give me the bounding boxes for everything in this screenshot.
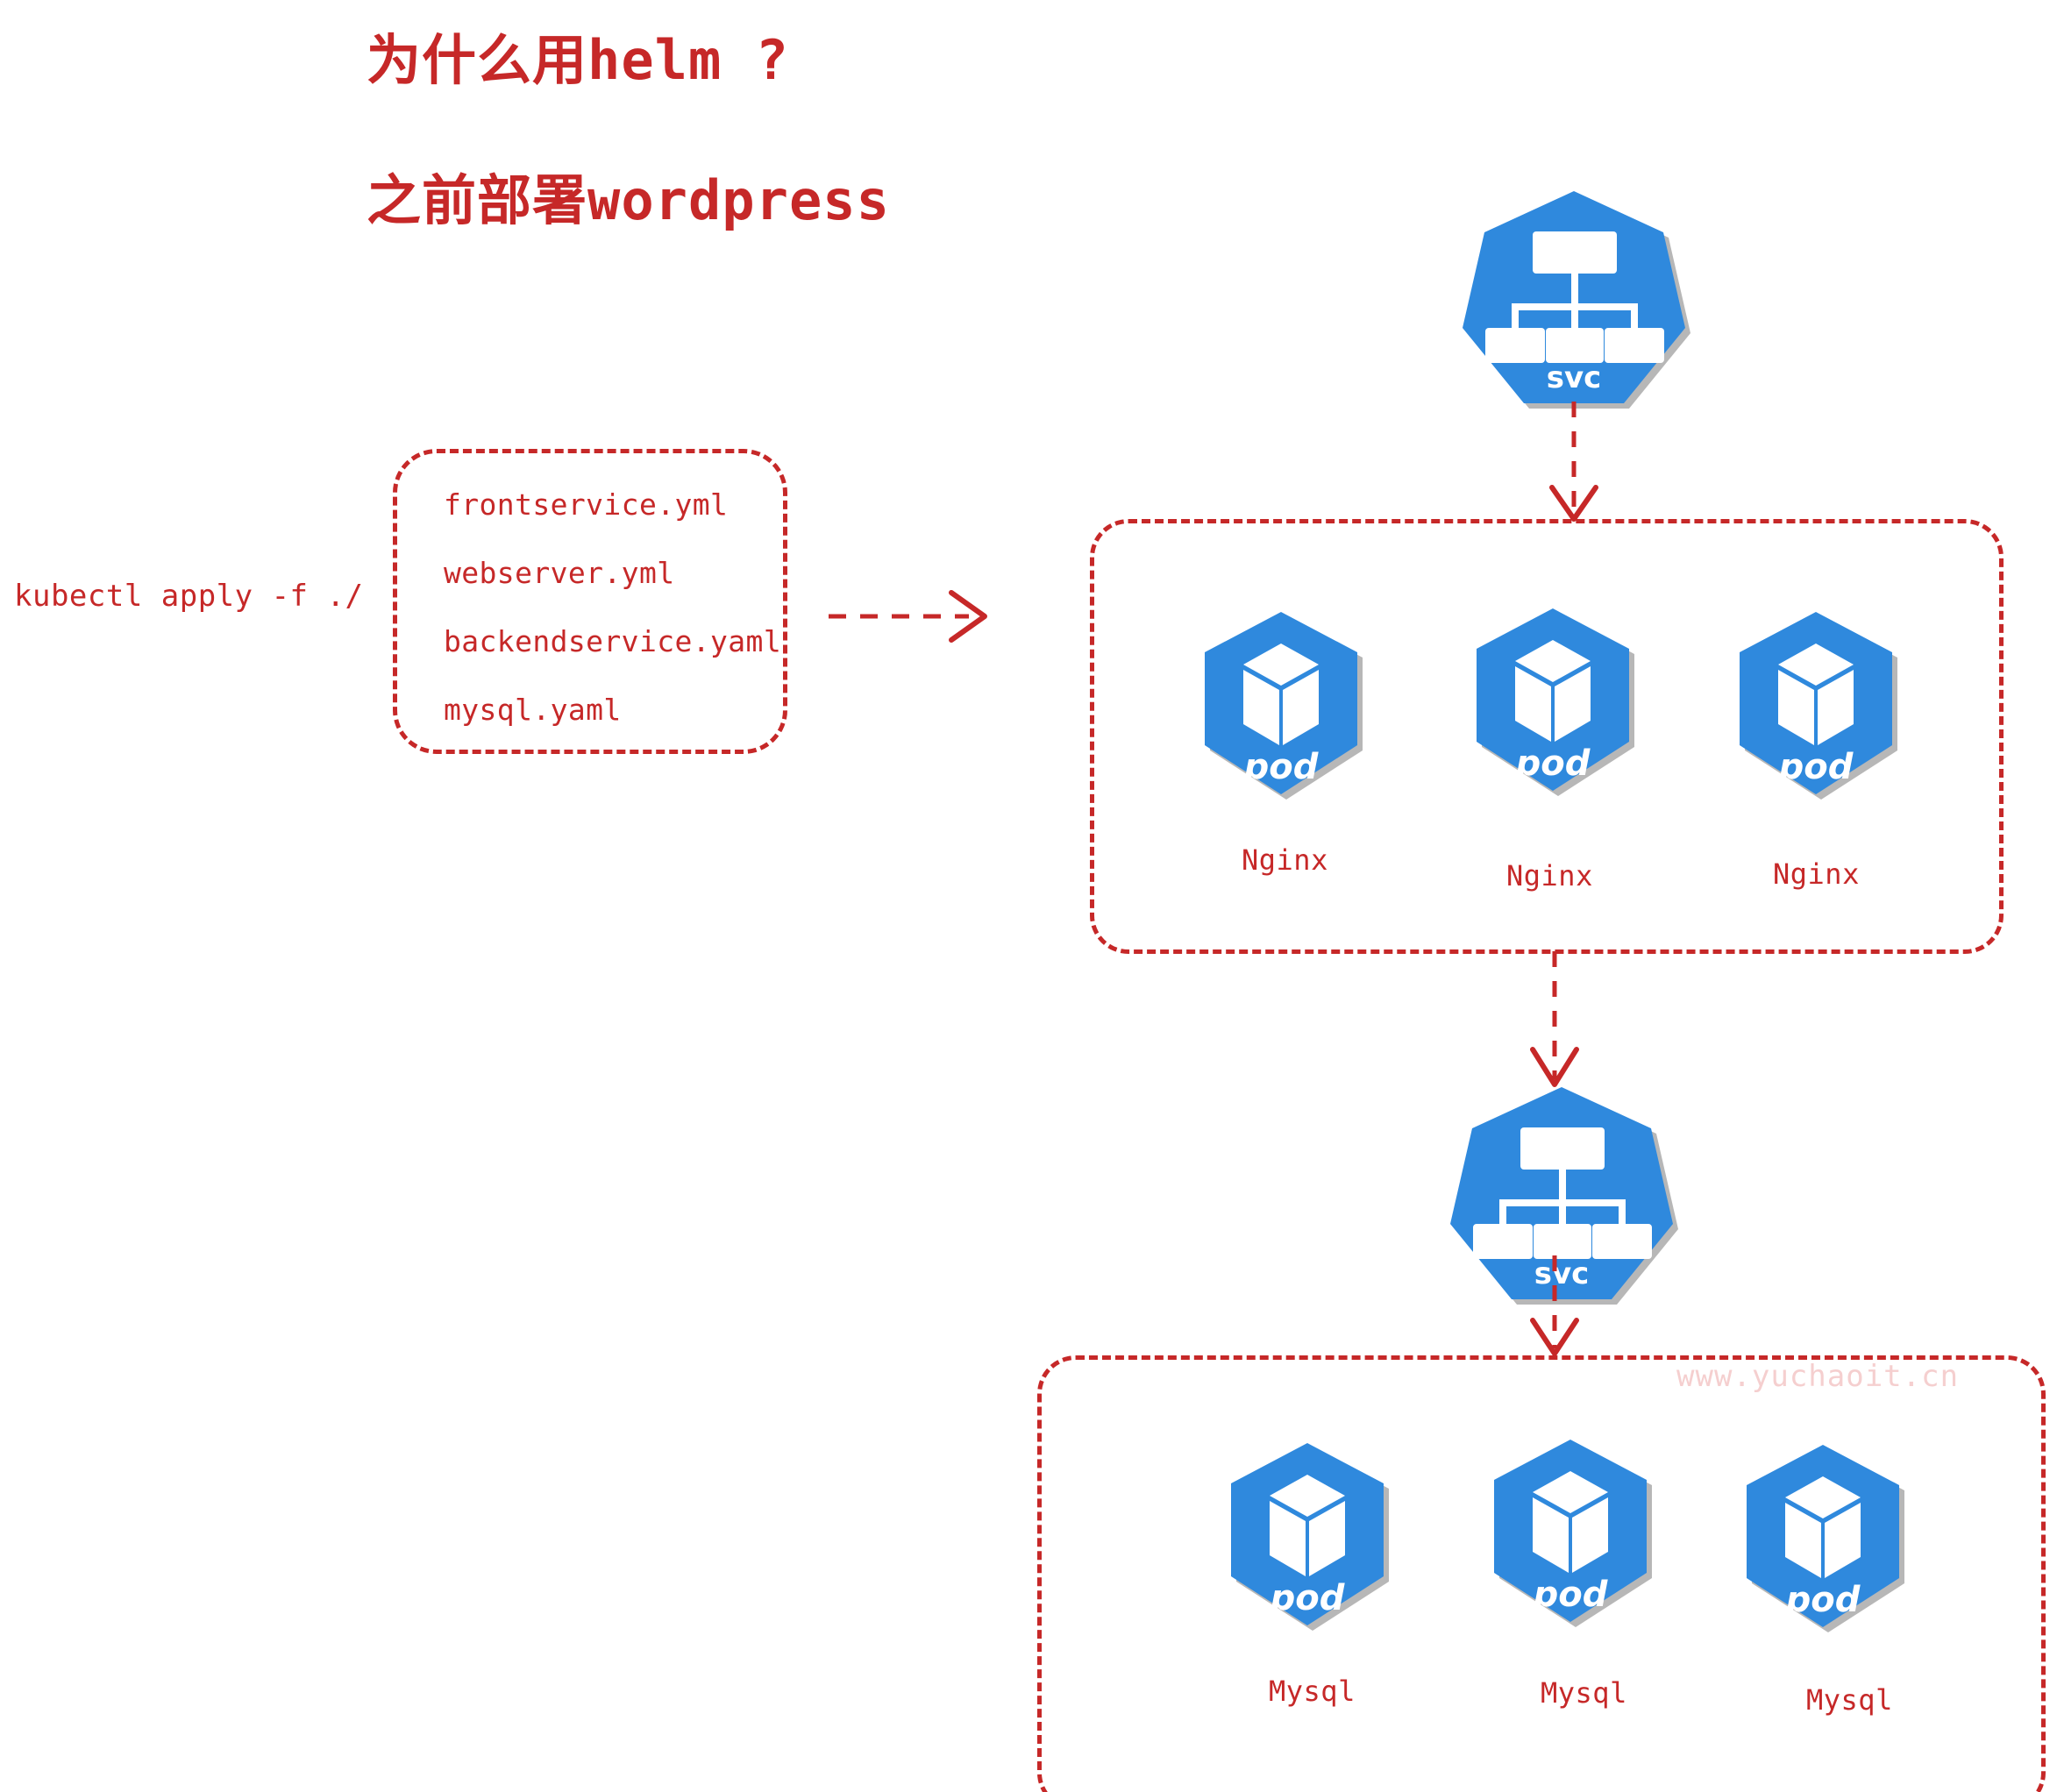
- manifest-file-frontservice: frontservice.yml: [444, 487, 729, 522]
- pod-caption-nginx-3: Nginx: [1773, 857, 1860, 891]
- arrow-service-to-mysql-pods: [1530, 1255, 1579, 1356]
- kubernetes-pod-icon: pod: [1477, 608, 1634, 796]
- kubernetes-pod-icon: pod: [1747, 1445, 1904, 1632]
- manifest-files-box: [393, 449, 787, 754]
- svc-icon-label-top: svc: [1547, 360, 1602, 395]
- manifest-file-webserver: webserver.yml: [444, 556, 675, 590]
- arrow-nginx-pods-to-service: [1530, 951, 1579, 1087]
- apply-arrow-icon: [829, 590, 987, 643]
- page-title-line-2: 之前部署wordpress: [367, 168, 890, 232]
- svc-icon-label-mid: svc: [1534, 1256, 1590, 1291]
- kubernetes-service-icon: svc: [1463, 191, 1690, 409]
- kubernetes-pod-icon: pod: [1231, 1443, 1389, 1631]
- kubernetes-pod-icon: pod: [1740, 612, 1897, 800]
- kubernetes-service-icon: svc: [1450, 1087, 1678, 1305]
- pod-icon-label: pod: [1533, 1575, 1608, 1615]
- site-watermark: www.yuchaoit.cn: [1676, 1359, 1960, 1394]
- manifest-file-backendservice: backendservice.yaml: [444, 624, 782, 658]
- pod-caption-nginx-2: Nginx: [1506, 859, 1593, 892]
- kubectl-apply-command: kubectl apply -f ./: [14, 579, 364, 614]
- page-title-line-1: 为什么用helm ?: [367, 28, 789, 92]
- kubernetes-pod-icon: pod: [1205, 612, 1363, 800]
- mysql-pod-group-box: [1037, 1355, 2046, 1792]
- pod-caption-mysql-2: Mysql: [1541, 1676, 1627, 1710]
- kubernetes-pod-icon: pod: [1494, 1440, 1652, 1627]
- manifest-file-mysql: mysql.yaml: [444, 693, 622, 727]
- pod-icon-label: pod: [1270, 1578, 1345, 1618]
- pod-caption-mysql-3: Mysql: [1806, 1683, 1893, 1717]
- nginx-pod-group-box: [1090, 519, 2004, 954]
- pod-caption-mysql-1: Mysql: [1269, 1675, 1356, 1708]
- pod-icon-label: pod: [1785, 1580, 1861, 1620]
- pod-icon-label: pod: [1778, 747, 1854, 787]
- pod-icon-label: pod: [1515, 743, 1591, 784]
- pod-icon-label: pod: [1243, 747, 1319, 787]
- pod-caption-nginx-1: Nginx: [1242, 843, 1328, 877]
- arrow-service-to-nginx-pods: [1549, 402, 1598, 522]
